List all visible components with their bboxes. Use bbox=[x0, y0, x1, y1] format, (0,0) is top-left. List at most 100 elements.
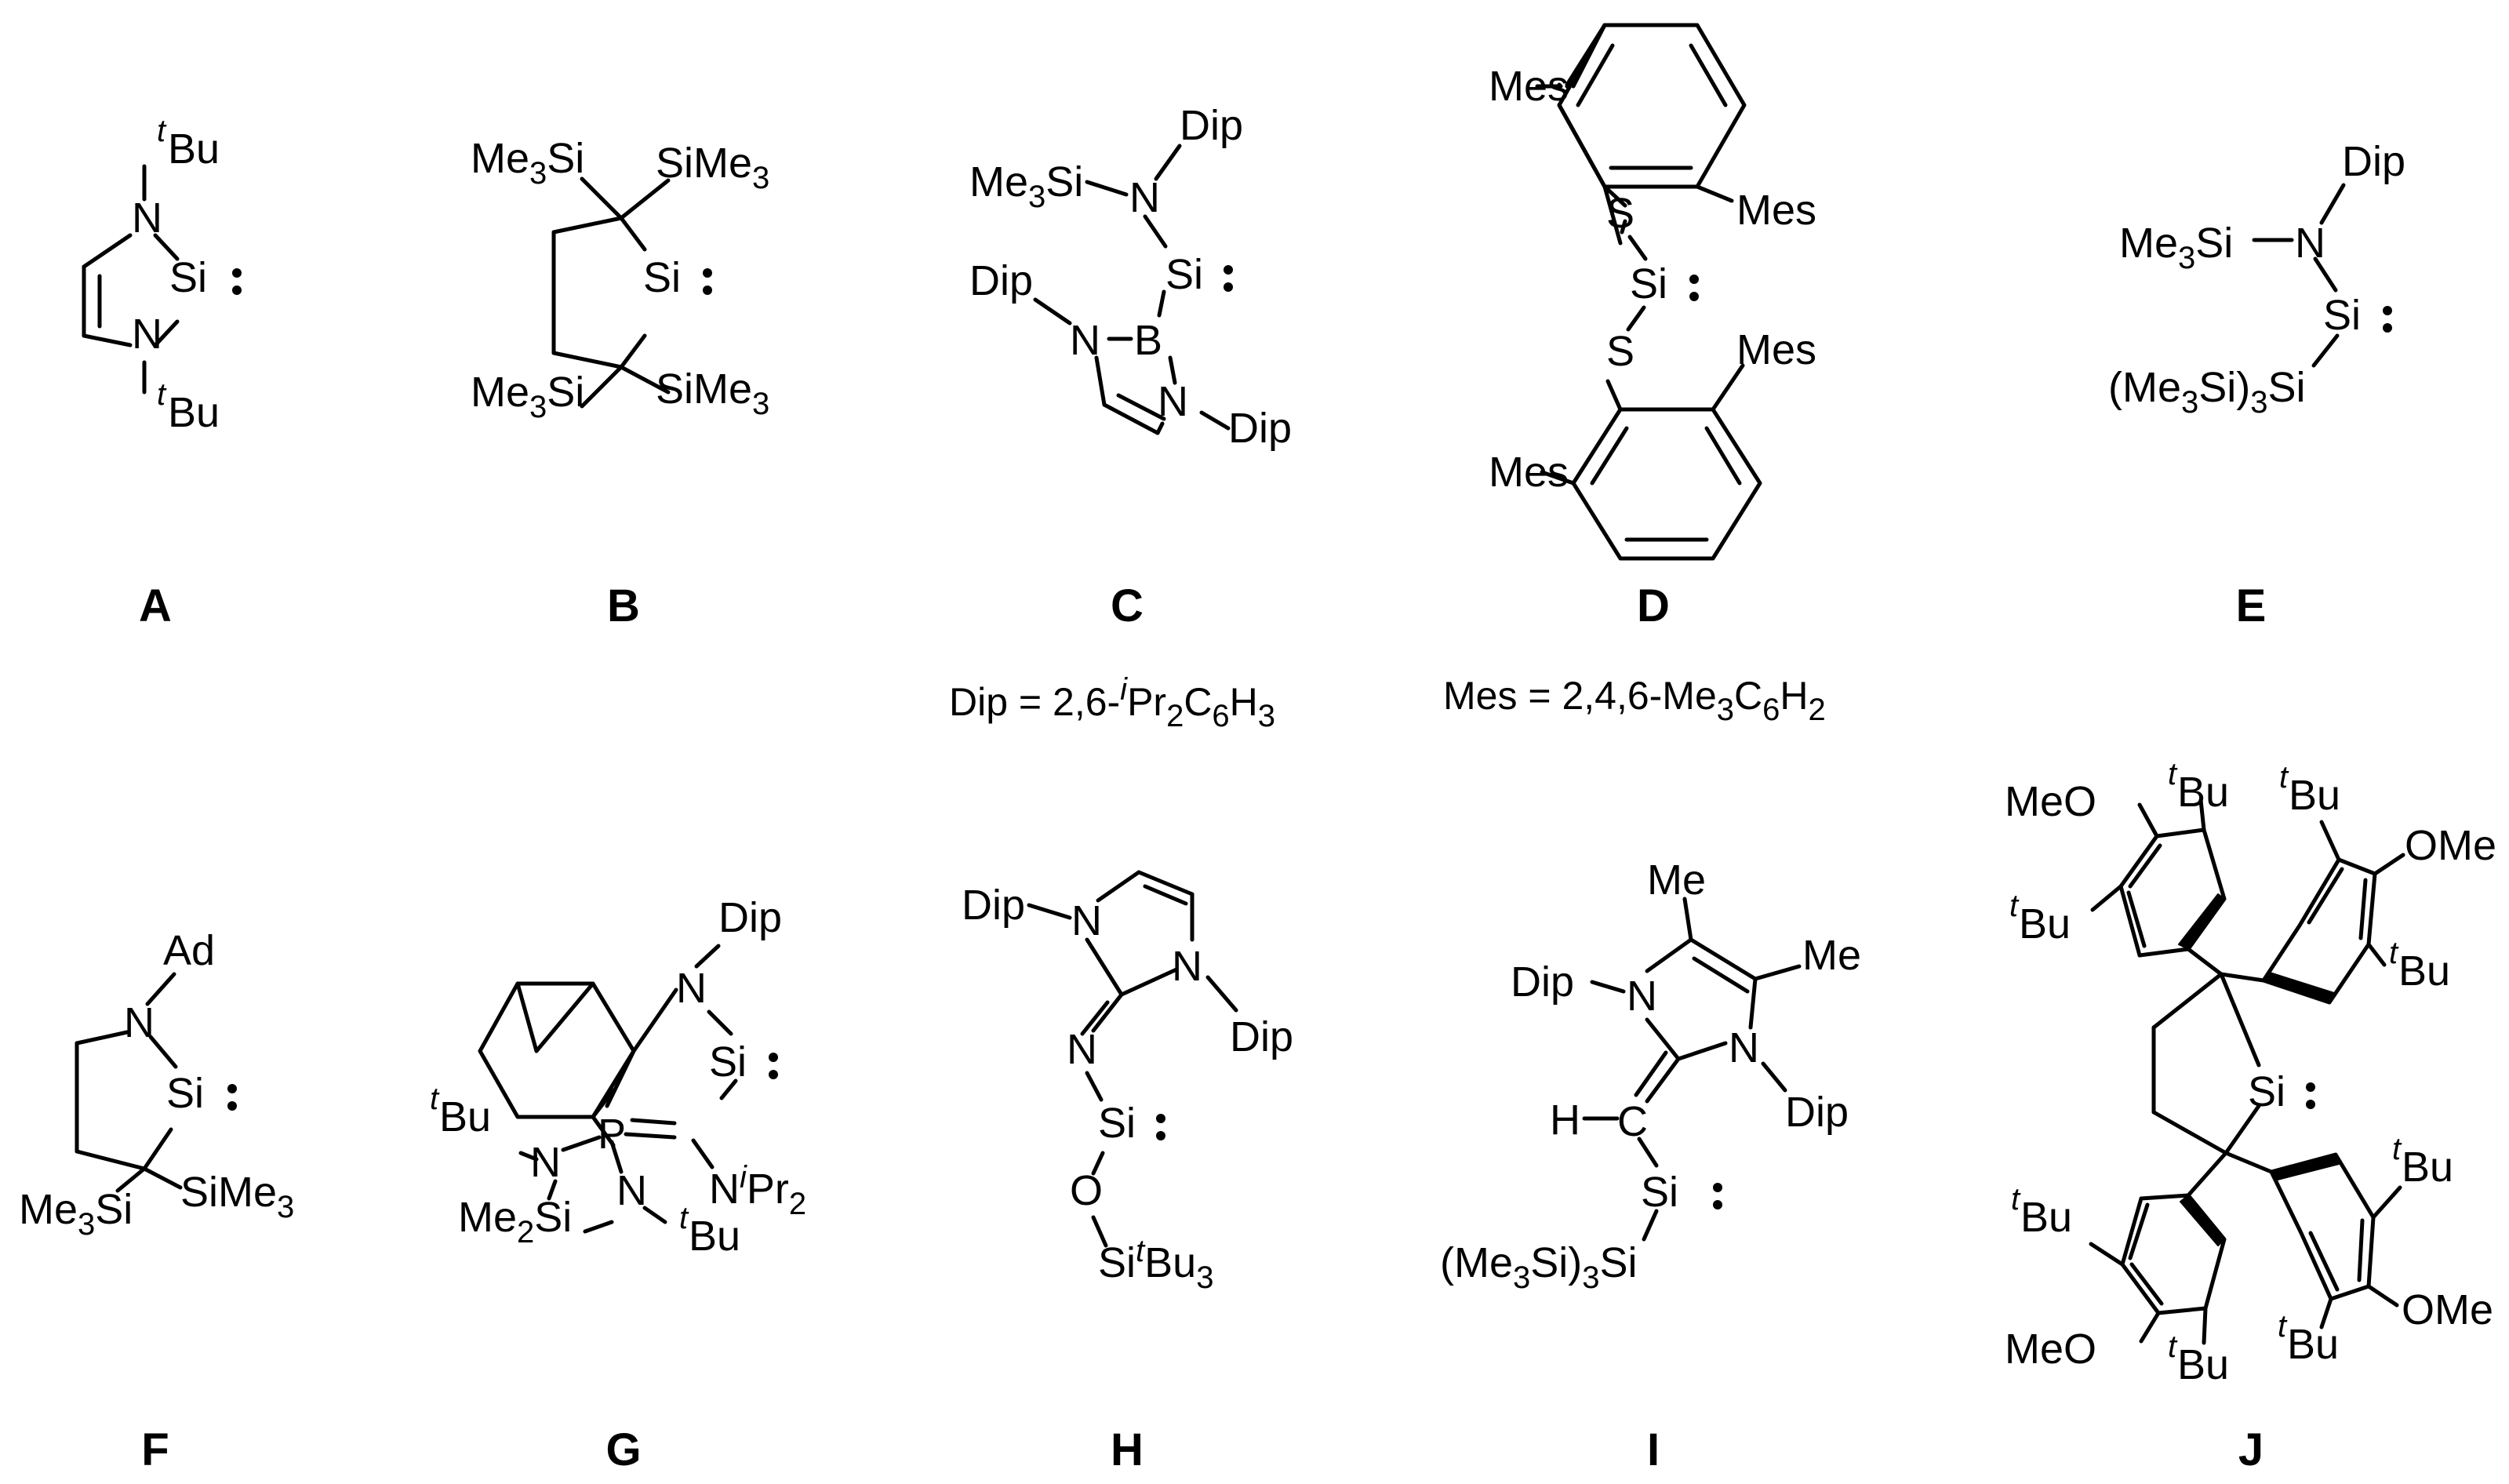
dip-group: Dip bbox=[2342, 138, 2405, 185]
nitrogen-bottom: N bbox=[616, 1167, 647, 1214]
tbu-prefix: t bbox=[2278, 1309, 2288, 1344]
compound-c: Me3Si N Dip Si Dip N B N Dip C bbox=[969, 102, 1292, 631]
nitrogen-ring: N bbox=[1158, 378, 1188, 425]
supersilyl-group: SitBu3 bbox=[1098, 1234, 1213, 1295]
dip-group: Dip bbox=[1230, 1013, 1293, 1060]
lone-pair-dot bbox=[232, 286, 242, 295]
lone-pair-dot bbox=[2383, 306, 2392, 315]
lone-pair-dot bbox=[1224, 282, 1233, 292]
tbu-prefix: t bbox=[2279, 760, 2289, 795]
tbu-prefix: t bbox=[2392, 1132, 2402, 1166]
silicon-center: Si bbox=[2248, 1068, 2285, 1115]
sulfur-top: S bbox=[1606, 190, 1634, 237]
phosphorus: P bbox=[598, 1111, 626, 1158]
dip-group: Dip bbox=[1785, 1089, 1849, 1136]
lone-pair-dot bbox=[1713, 1200, 1722, 1209]
dip-group: Dip bbox=[1180, 102, 1243, 149]
nitrogen-top: N bbox=[676, 965, 707, 1012]
lone-pair-dot bbox=[2306, 1082, 2315, 1092]
nitrogen-ring: N bbox=[1729, 1024, 1759, 1071]
tbu-top: Bu bbox=[168, 125, 220, 173]
compound-label-g: G bbox=[605, 1424, 641, 1475]
dip-group: Dip bbox=[1228, 405, 1292, 452]
dip-group: Dip bbox=[962, 882, 1025, 929]
lone-pair-dot bbox=[1689, 292, 1699, 301]
methoxy-group: OMe bbox=[2405, 822, 2496, 869]
nitrogen-left: N bbox=[530, 1139, 561, 1186]
tbu-group: Bu bbox=[2287, 1321, 2339, 1368]
lone-pair-dot bbox=[1156, 1114, 1165, 1123]
tbu-group: Bu bbox=[689, 1213, 740, 1260]
tms-group: SiMe3 bbox=[180, 1169, 294, 1224]
tbu-group: Bu bbox=[2020, 1194, 2072, 1241]
lone-pair-dot bbox=[703, 286, 712, 295]
compound-label-a: A bbox=[139, 580, 172, 631]
silicon-center: Si bbox=[2323, 292, 2361, 339]
mes-group: Mes bbox=[1489, 63, 1569, 110]
nitrogen-exocyclic: N bbox=[1067, 1026, 1097, 1073]
nitrogen-ring: N bbox=[1070, 317, 1100, 364]
nitrogen-ring: N bbox=[1172, 943, 1202, 990]
compound-label-j: J bbox=[2238, 1424, 2264, 1475]
tbu-prefix: t bbox=[2389, 936, 2399, 970]
tbu-group: Bu bbox=[2289, 772, 2340, 819]
tbu-group: Bu bbox=[2402, 1144, 2453, 1191]
nitrogen: N bbox=[124, 999, 155, 1046]
mes-group: Mes bbox=[1489, 449, 1569, 496]
silicon-center: Si bbox=[1165, 251, 1203, 298]
compound-f: Ad N Si Me3Si SiMe3 F bbox=[19, 927, 294, 1475]
tms-group: Me3Si bbox=[2119, 220, 2233, 275]
compound-label-f: F bbox=[141, 1424, 169, 1475]
compound-h: Dip N N Dip N Si O SitBu3 H bbox=[962, 870, 1293, 1475]
compound-d: Mes Mes S Si S Mes Mes D bbox=[1489, 23, 1816, 631]
lone-pair-dot bbox=[1224, 265, 1233, 275]
tms-group: Me3Si bbox=[471, 135, 584, 191]
lone-pair-dot bbox=[2306, 1100, 2315, 1109]
silicon-center: Si bbox=[1630, 260, 1667, 307]
lone-pair-dot bbox=[703, 268, 712, 278]
compound-label-h: H bbox=[1111, 1424, 1144, 1475]
nitrogen-ring: N bbox=[1071, 897, 1102, 944]
dimethylsilyl-group: Me2Si bbox=[458, 1194, 572, 1249]
nitrogen: N bbox=[2295, 220, 2325, 267]
nitrogen-amino: N bbox=[1129, 174, 1160, 221]
silicon-center: Si bbox=[643, 254, 681, 301]
compound-label-i: I bbox=[1647, 1424, 1660, 1475]
tbu-prefix: t bbox=[2011, 1182, 2021, 1217]
methyl-group: Me bbox=[1647, 857, 1706, 904]
lone-pair-dot bbox=[232, 268, 242, 278]
compound-label-e: E bbox=[2236, 580, 2267, 631]
compound-j: MeO t Bu t Bu t Bu OMe t Bu Si t Bu MeO … bbox=[2005, 757, 2496, 1475]
tbu-bottom: Bu bbox=[168, 389, 220, 436]
dip-definition: Dip = 2,6-iPr2C6H3 bbox=[949, 672, 1275, 733]
hypersilyl-group: (Me3Si)3Si bbox=[1440, 1239, 1638, 1295]
adamantyl-group: Ad bbox=[163, 927, 215, 974]
tbu-prefix: t bbox=[2009, 889, 2020, 923]
dip-group: Dip bbox=[1511, 958, 1574, 1006]
tms-group: SiMe3 bbox=[656, 366, 769, 421]
silicon-center: Si bbox=[166, 1070, 204, 1117]
compound-g: Dip N Si P t Bu N NiPr2 Me2Si N t Bu G bbox=[430, 894, 806, 1475]
compound-e: Dip Me3Si N Si (Me3Si)3Si E bbox=[2108, 138, 2405, 631]
mes-group: Mes bbox=[1736, 187, 1816, 234]
compound-a: N Si N t Bu t Bu A bbox=[82, 114, 242, 631]
lone-pair-dot bbox=[1689, 275, 1699, 284]
hypersilyl-group: (Me3Si)3Si bbox=[2108, 364, 2306, 420]
nitrogen-top: N bbox=[132, 195, 162, 242]
tbu-prefix: t bbox=[2168, 757, 2178, 791]
tms-group: Me3Si bbox=[19, 1186, 133, 1242]
tbu-group: Bu bbox=[2019, 900, 2071, 948]
tbu-prefix: t bbox=[2168, 1329, 2178, 1364]
oxygen: O bbox=[1070, 1167, 1103, 1214]
nitrogen-bottom: N bbox=[132, 311, 162, 358]
tbu-group: Bu bbox=[2177, 1341, 2229, 1388]
tbu-group: Bu bbox=[2398, 948, 2450, 995]
compound-i: Me Me Dip N N Dip H C Si (Me3Si)3Si I bbox=[1440, 857, 1861, 1475]
silicon-center: Si bbox=[169, 254, 207, 301]
tbu-prefix: t bbox=[157, 377, 167, 412]
tms-group: Me3Si bbox=[969, 158, 1083, 214]
mes-definition: Mes = 2,4,6-Me3C6H2 bbox=[1443, 674, 1826, 727]
silicon-center: Si bbox=[1098, 1100, 1136, 1147]
compound-label-d: D bbox=[1637, 580, 1670, 631]
